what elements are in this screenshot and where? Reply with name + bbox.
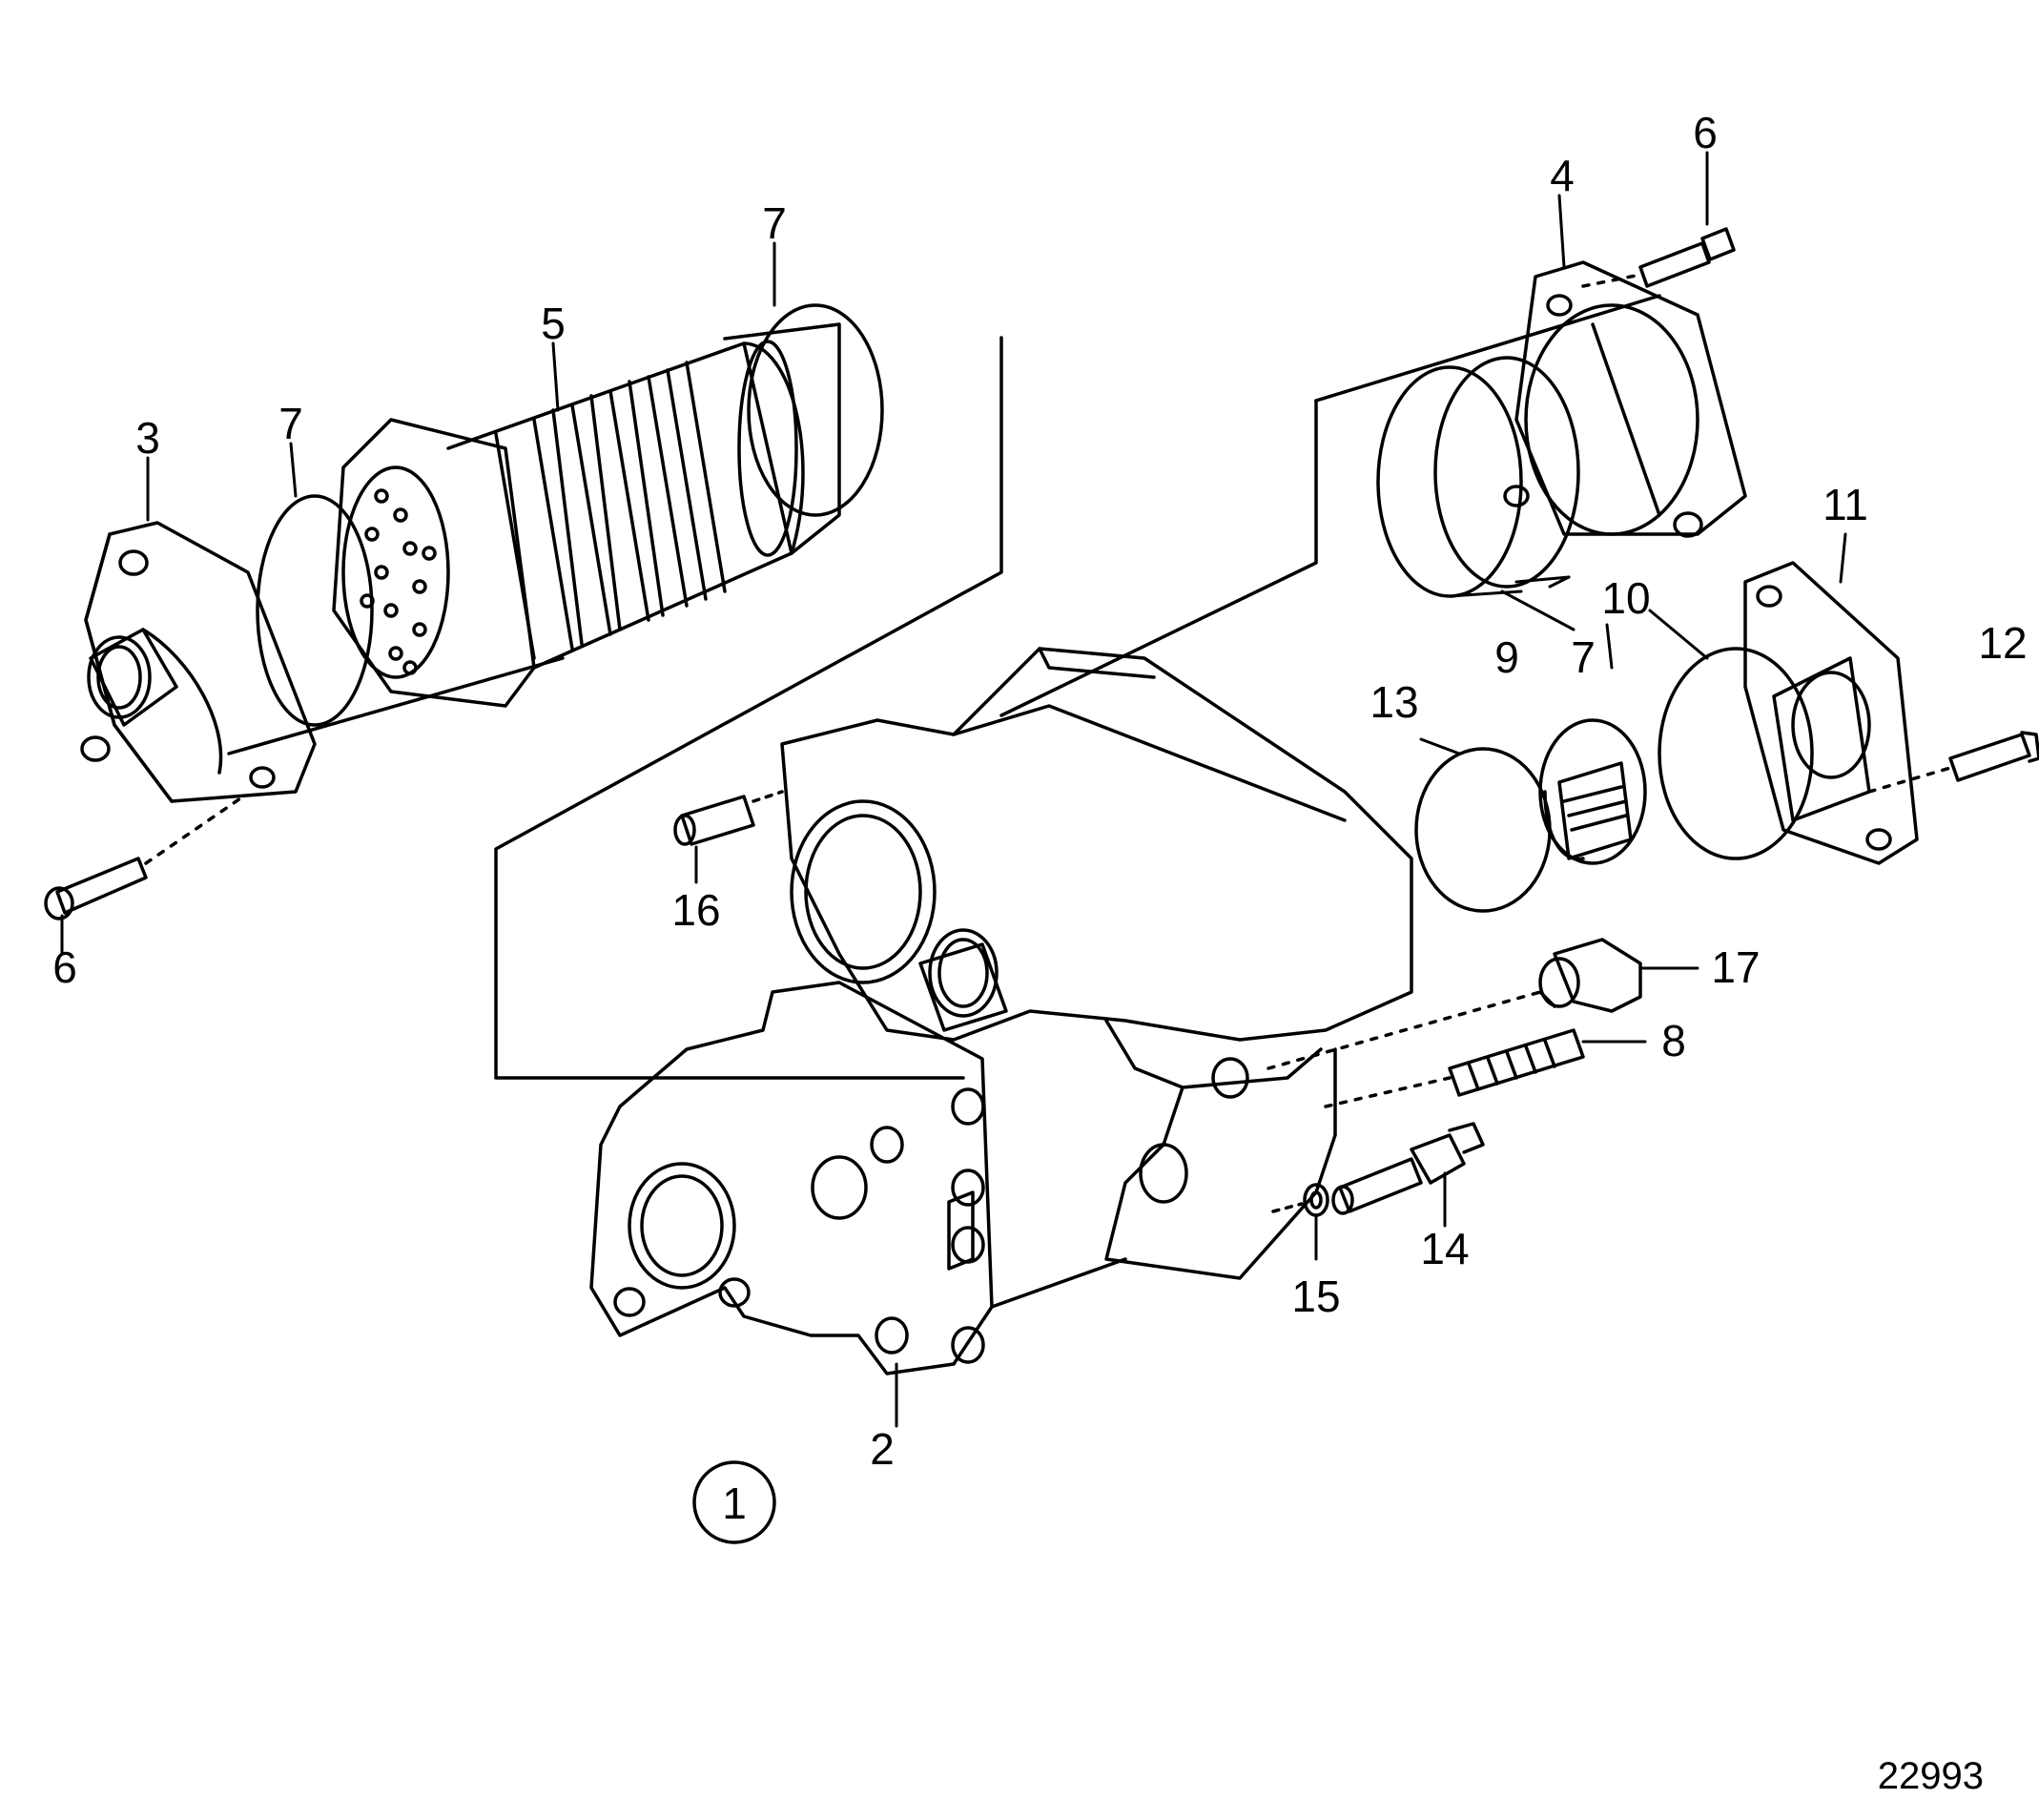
vent-nipple-part-16 xyxy=(673,790,784,846)
assembly-marker-number: 1 xyxy=(722,1479,747,1528)
callout-13: 13 xyxy=(1370,677,1418,727)
callout-6-lower: 6 xyxy=(52,942,77,992)
thermostat-part-9 xyxy=(1538,718,1647,865)
o-ring-part-13 xyxy=(1414,747,1552,913)
oil-cooler-part-5 xyxy=(332,322,841,708)
callout-10: 10 xyxy=(1601,573,1650,623)
o-ring-part-10 xyxy=(1658,647,1814,860)
assembly-marker: 1 xyxy=(692,1460,776,1544)
sensor-part-14 xyxy=(1331,1122,1485,1215)
plug-part-17 xyxy=(1267,938,1642,1070)
end-cover-part-3 xyxy=(80,521,317,803)
callout-14: 14 xyxy=(1420,1224,1469,1273)
leader-lines xyxy=(60,151,1847,1428)
callout-7-right: 7 xyxy=(1571,632,1596,682)
callout-5: 5 xyxy=(541,299,566,348)
o-ring-pair-part-7-right xyxy=(1376,356,1580,598)
housing-cover-part-11 xyxy=(1743,561,1919,865)
callout-12: 12 xyxy=(1978,618,2027,668)
callout-9: 9 xyxy=(1494,632,1519,682)
callout-6-upper: 6 xyxy=(1693,108,1718,157)
callout-2: 2 xyxy=(870,1424,895,1474)
callout-15: 15 xyxy=(1291,1272,1340,1321)
callout-17: 17 xyxy=(1711,942,1760,992)
callout-8: 8 xyxy=(1661,1016,1686,1065)
callout-3: 3 xyxy=(135,413,160,463)
callout-7-left: 7 xyxy=(278,399,303,448)
callout-11: 11 xyxy=(1823,480,1868,529)
screw-part-6-upper xyxy=(1581,227,1736,288)
stud-part-8 xyxy=(1324,1028,1585,1108)
o-ring-part-7-left xyxy=(256,494,374,727)
o-ring-part-7-top xyxy=(747,303,884,517)
callout-7-top: 7 xyxy=(762,198,787,248)
screw-part-12 xyxy=(1867,731,2039,794)
callout-16: 16 xyxy=(671,885,720,935)
callout-4: 4 xyxy=(1550,151,1575,200)
callout-labels: 2 3 4 5 6 6 7 7 7 8 9 10 11 12 13 14 15 … xyxy=(52,108,2027,1474)
thermostat-cover-part-4 xyxy=(1503,260,1747,538)
figure-reference-number: 22993 xyxy=(1878,1755,1984,1797)
screw-part-6-lower xyxy=(44,795,245,920)
main-housing-part-2 xyxy=(589,647,1413,1375)
